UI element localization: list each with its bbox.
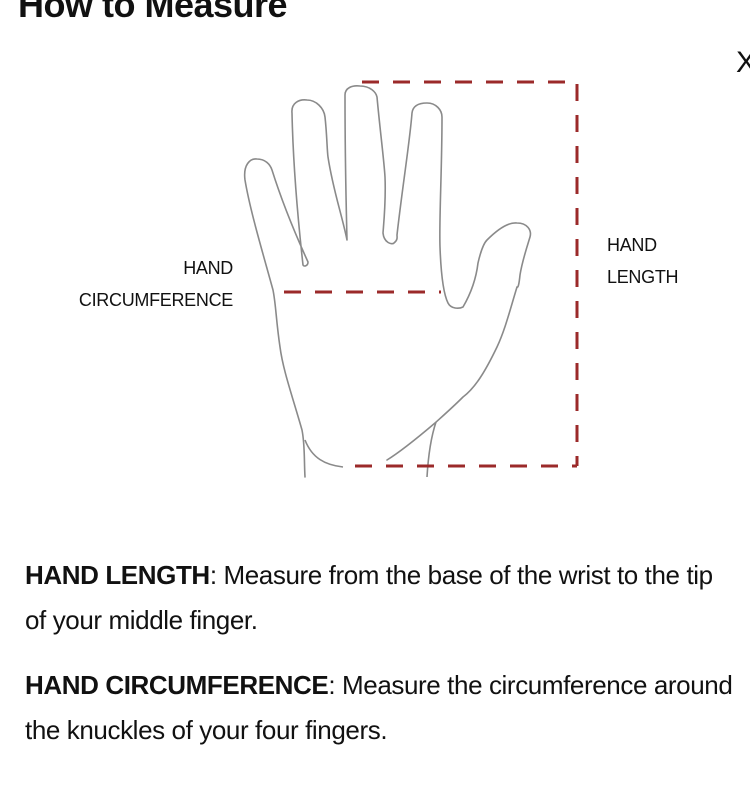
- hand-measure-diagram: [243, 80, 579, 478]
- hand-circumference-label: HAND CIRCUMFERENCE: [79, 252, 233, 316]
- label-line: CIRCUMFERENCE: [78, 290, 233, 310]
- wrist-left-curve: [304, 439, 344, 468]
- hand-length-label: HAND LENGTH: [607, 229, 679, 293]
- hand-circumference-description: HAND CIRCUMFERENCE: Measure the circumfe…: [25, 663, 740, 753]
- label-line: HAND: [183, 258, 233, 278]
- definition: : Measure the circumference around the k…: [25, 670, 733, 745]
- label-line: HAND: [607, 235, 657, 255]
- length-dash-top: [362, 80, 579, 466]
- term: HAND CIRCUMFERENCE: [25, 670, 329, 700]
- hand-outline: [243, 85, 532, 478]
- page-title: How to Measure: [18, 0, 288, 25]
- close-button[interactable]: X: [736, 46, 750, 79]
- hand-length-description: HAND LENGTH: Measure from the base of th…: [25, 553, 740, 643]
- label-line: LENGTH: [607, 267, 679, 287]
- term: HAND LENGTH: [25, 560, 210, 590]
- thumb-crease: [426, 421, 437, 478]
- definition: : Measure from the base of the wrist to …: [25, 560, 713, 635]
